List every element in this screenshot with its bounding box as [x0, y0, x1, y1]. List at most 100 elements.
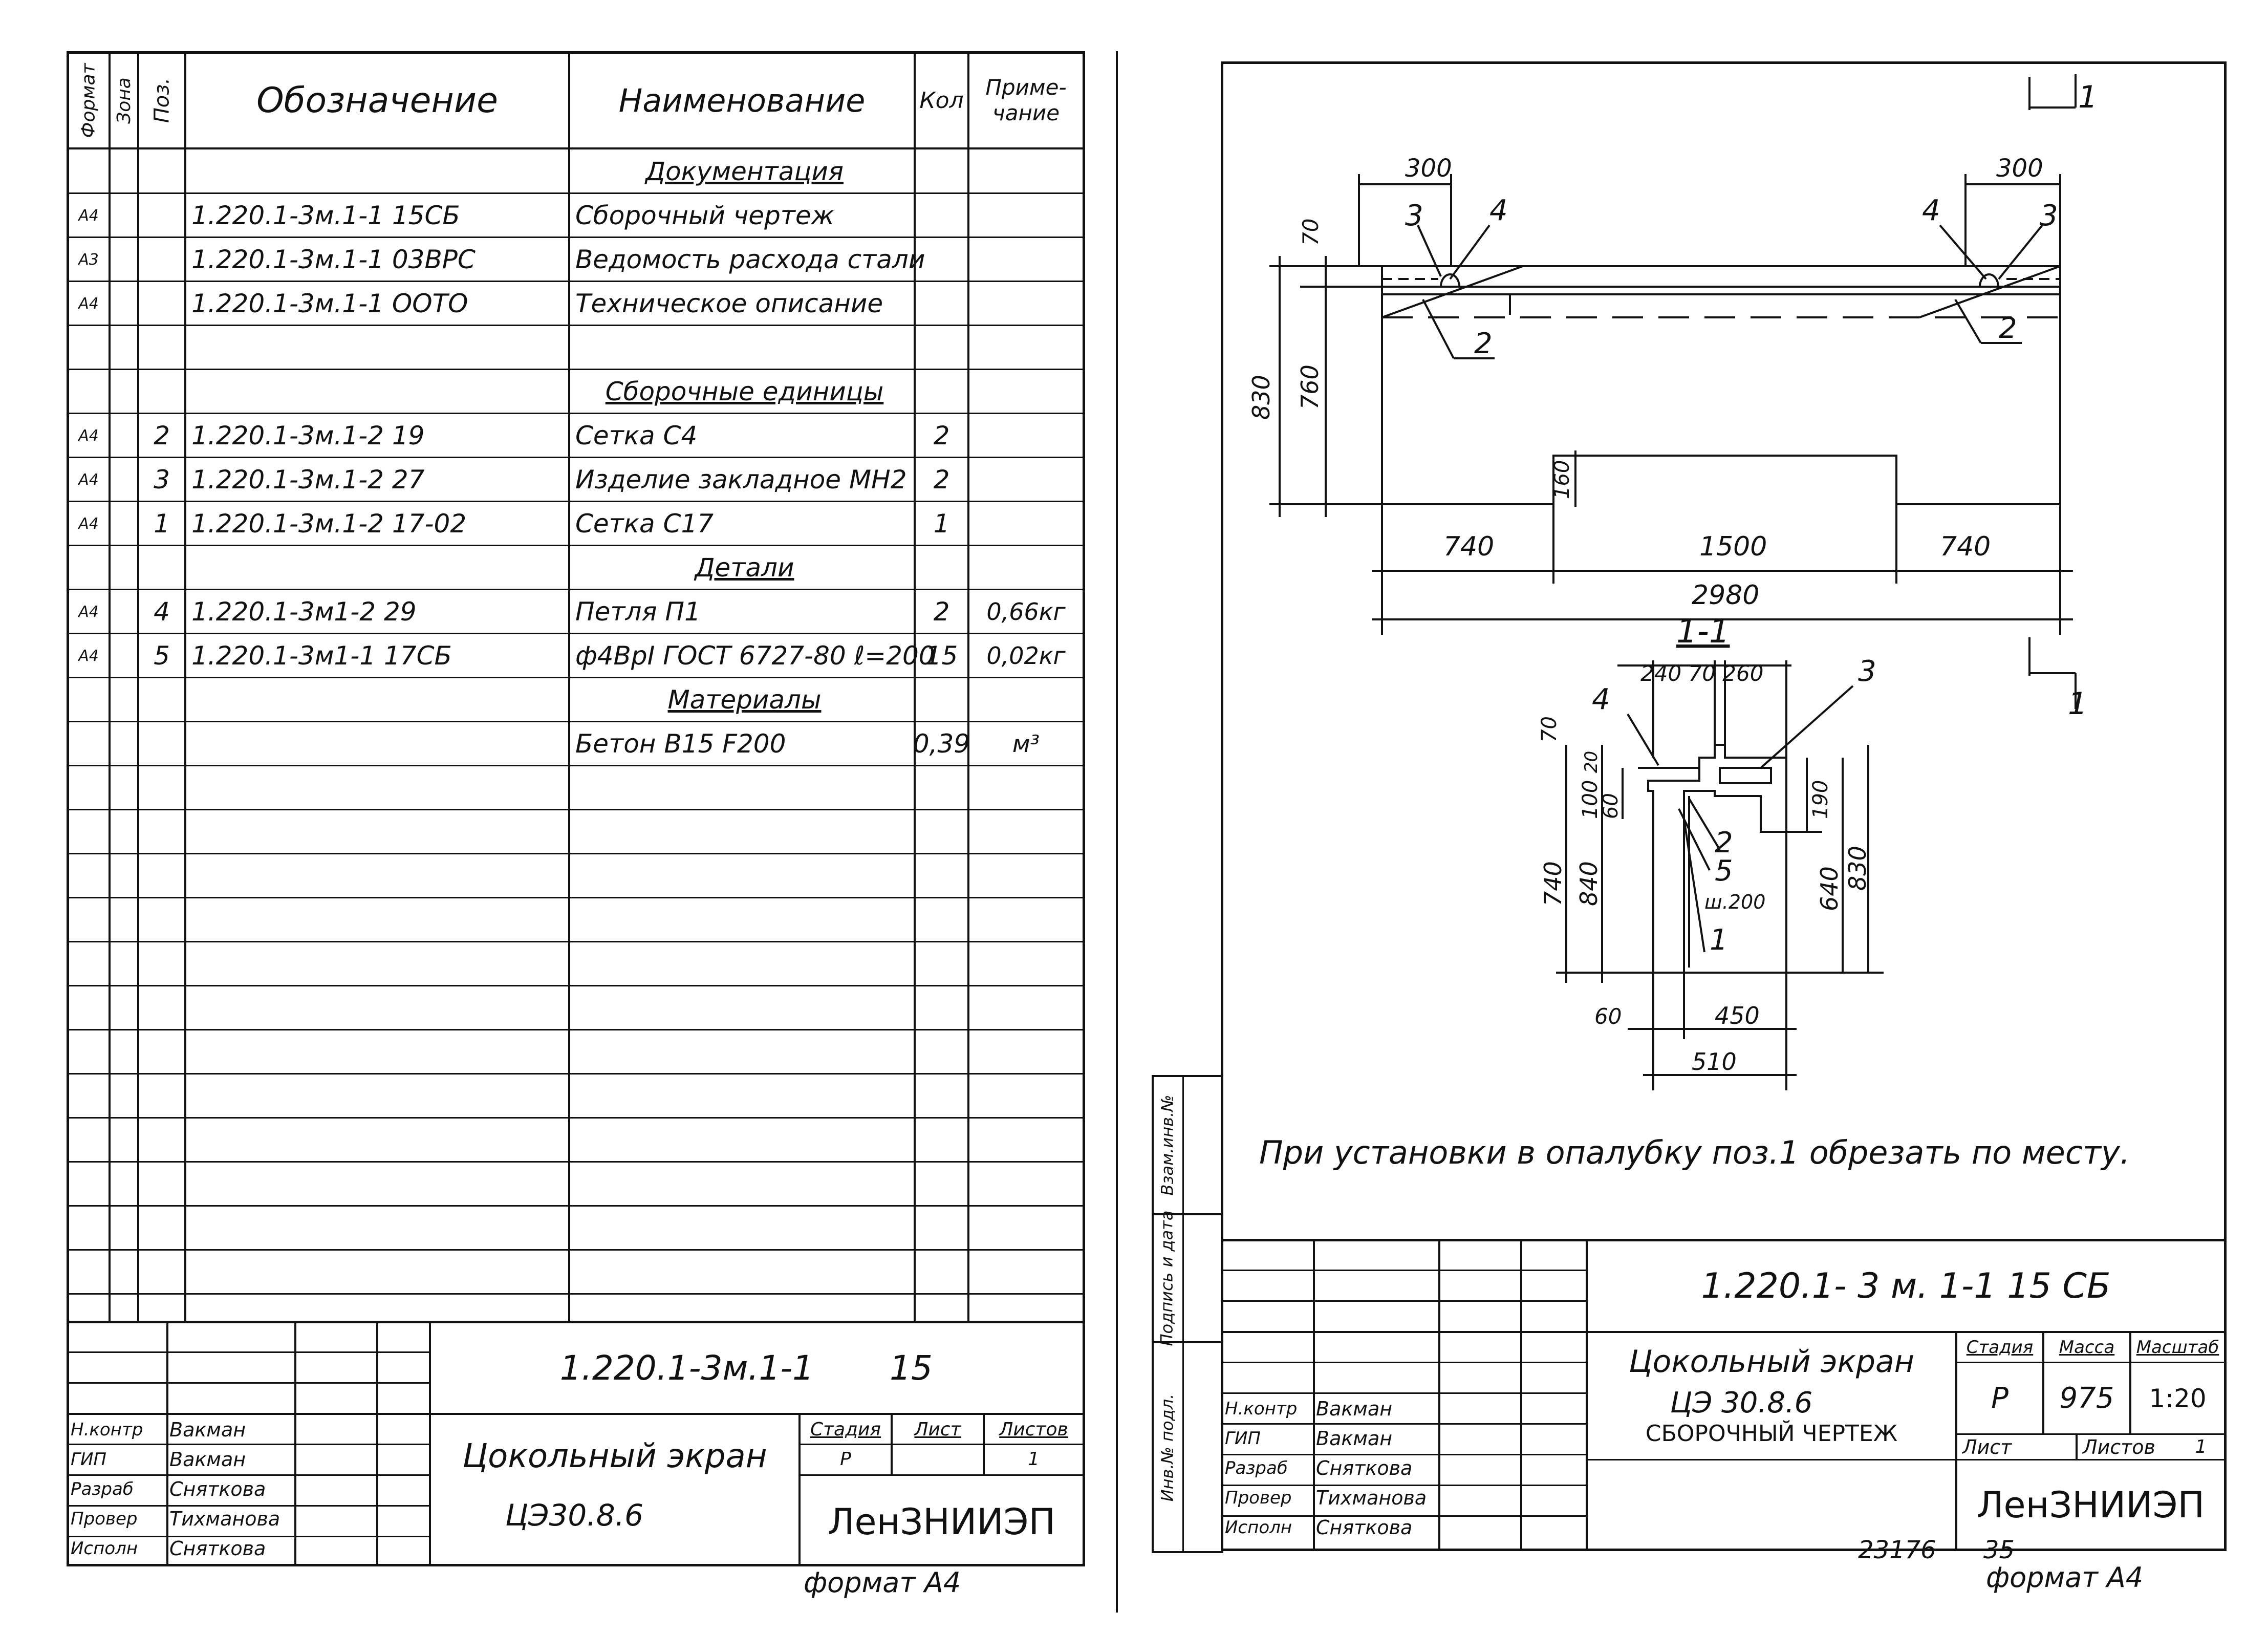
callout-2-right: 2 — [1999, 312, 2017, 345]
signer-name: Вакман — [169, 1419, 246, 1441]
dim-160: 160 — [1550, 460, 1574, 499]
spec-cell-name: Техническое описание — [575, 289, 883, 318]
r-title-line2: ЦЭ 30.8.6 — [1670, 1386, 1813, 1420]
dim-s740: 740 — [1539, 861, 1567, 906]
signer-role: Провер — [71, 1509, 138, 1529]
spec-cell-designation: 1.220.1-3м1-1 17СБ — [191, 641, 452, 671]
dim-300-right: 300 — [1996, 154, 2043, 183]
spec-cell-designation: 1.220.1-3м.1-1 ООТО — [191, 289, 468, 318]
r-stage-value: Р — [1991, 1382, 2008, 1415]
spec-cell-name: Петля П1 — [575, 597, 701, 627]
stage-label: Стадия — [810, 1419, 881, 1440]
signer-role: Исполн — [1225, 1517, 1292, 1538]
callout-s1: 1 — [1710, 923, 1728, 957]
r-sheet-label: Лист — [1962, 1435, 2012, 1458]
header-name: Наименование — [618, 81, 866, 119]
callout-s2: 2 — [1715, 826, 1733, 860]
spec-cell-name: Изделие закладное МН2 — [575, 465, 907, 495]
spec-cell-note: 0,66кг — [986, 598, 1066, 626]
spec-cell-designation: 1.220.1-3м.1-1 15СБ — [191, 201, 460, 230]
title-name-line1: Цокольный экран — [462, 1437, 767, 1475]
dim-s60-bottom: 60 — [1594, 1004, 1622, 1029]
r-mass-label: Масса — [2059, 1337, 2115, 1358]
spec-cell-name: Сетка С17 — [575, 509, 714, 539]
spec-cell-designation: 1.220.1-3м.1-1 03ВРС — [191, 245, 476, 274]
callout-4-left: 4 — [1489, 194, 1508, 227]
signer-role: Разраб — [71, 1479, 134, 1499]
dim-s450: 450 — [1715, 1002, 1760, 1029]
r-sheets-label: Листов — [2083, 1435, 2155, 1458]
sheets-label: Листов — [999, 1419, 1068, 1440]
callout-s3: 3 — [1858, 655, 1876, 688]
spec-cell-pos: 2 — [154, 421, 170, 450]
spec-cell-format: А4 — [78, 514, 99, 533]
spec-cell-format: А3 — [78, 250, 99, 269]
sheets-value: 1 — [1028, 1448, 1040, 1470]
spec-cell-note: м³ — [1012, 730, 1040, 758]
spec-cell-pos: 1 — [154, 509, 170, 539]
r-stage-label: Стадия — [1966, 1337, 2034, 1358]
r-mass-value: 975 — [2059, 1382, 2114, 1415]
spec-cell-format: А4 — [78, 426, 99, 445]
dim-s190: 190 — [1809, 780, 1832, 819]
spec-cell-pos: 5 — [154, 641, 170, 671]
spec-cell-pos: 4 — [154, 597, 170, 627]
signer-role: Н.контр — [1225, 1399, 1298, 1419]
spec-cell-qty: 1 — [933, 509, 950, 539]
callout-2-left: 2 — [1474, 327, 1493, 360]
callout-s4: 4 — [1592, 683, 1610, 716]
dim-740-right: 740 — [1940, 531, 1991, 562]
callout-3-left: 3 — [1405, 199, 1423, 232]
signer-name: Сняткова — [1316, 1457, 1413, 1479]
spec-cell-qty: 0,39 — [913, 729, 970, 759]
r-scale-label: Масштаб — [2136, 1337, 2219, 1358]
spec-cell-name: Материалы — [667, 685, 822, 715]
signer-role: Разраб — [1225, 1458, 1288, 1478]
dim-s60: 60 — [1599, 793, 1623, 819]
title-code-sheet: 15 — [890, 1348, 933, 1388]
spec-cell-qty: 2 — [933, 421, 950, 450]
r-title-line3: Сборочный чертеж — [1645, 1420, 1898, 1447]
pitch-sh200: ш.200 — [1704, 891, 1765, 913]
dim-760: 760 — [1296, 364, 1324, 410]
spec-cell-name: Сетка С4 — [575, 421, 698, 450]
title-name-line2: ЦЭ30.8.6 — [505, 1498, 643, 1533]
r-org-name: ЛенЗНИИЭП — [1976, 1484, 2205, 1526]
spec-cell-name: Ведомость расхода стали — [575, 245, 925, 274]
signer-role: Н.контр — [71, 1420, 143, 1440]
callout-3-right: 3 — [2040, 199, 2058, 232]
archive-sheet: 35 — [1983, 1536, 2015, 1564]
format-note: формат А4 — [804, 1566, 961, 1599]
dim-300-left: 300 — [1405, 154, 1452, 183]
signer-name: Сняткова — [169, 1537, 266, 1560]
signer-name: Вакман — [1316, 1427, 1393, 1450]
stage-value: Р — [840, 1448, 851, 1470]
dim-s840: 840 — [1575, 861, 1603, 906]
dim-740-left: 740 — [1443, 531, 1494, 562]
spec-cell-format: А4 — [78, 470, 99, 489]
spec-cell-name: ф4ВрI ГОСТ 6727-80 ℓ=200 — [575, 641, 935, 671]
signer-role: Провер — [1225, 1488, 1292, 1508]
signer-role: Исполн — [71, 1538, 138, 1559]
spec-cell-note: 0,02кг — [986, 642, 1066, 670]
r-title-code: 1.220.1- 3 м. 1-1 15 СБ — [1701, 1266, 2111, 1306]
spec-cell-format: А4 — [78, 294, 99, 313]
dim-70: 70 — [1298, 219, 1323, 246]
org-name: ЛенЗНИИЭП — [827, 1500, 1056, 1543]
section-mark-bottom: 1 — [2068, 686, 2087, 722]
spec-cell-designation: 1.220.1-3м.1-2 17-02 — [191, 509, 467, 539]
spec-cell-name: Бетон В15 F200 — [575, 729, 786, 759]
r-scale-value: 1:20 — [2149, 1383, 2207, 1413]
header-qty: Кол — [919, 87, 964, 114]
dim-s830: 830 — [1844, 846, 1871, 891]
r-title-line1: Цокольный экран — [1629, 1344, 1914, 1380]
header-note: Приме-чание — [985, 74, 1067, 125]
section-title: 1-1 — [1676, 613, 1730, 651]
signer-name: Вакман — [169, 1448, 246, 1471]
spec-cell-qty: 15 — [925, 641, 958, 671]
dim-s70: 70 — [1538, 716, 1561, 742]
signer-name: Тихманова — [1316, 1487, 1427, 1509]
dim-s20: 20 — [1581, 751, 1602, 773]
